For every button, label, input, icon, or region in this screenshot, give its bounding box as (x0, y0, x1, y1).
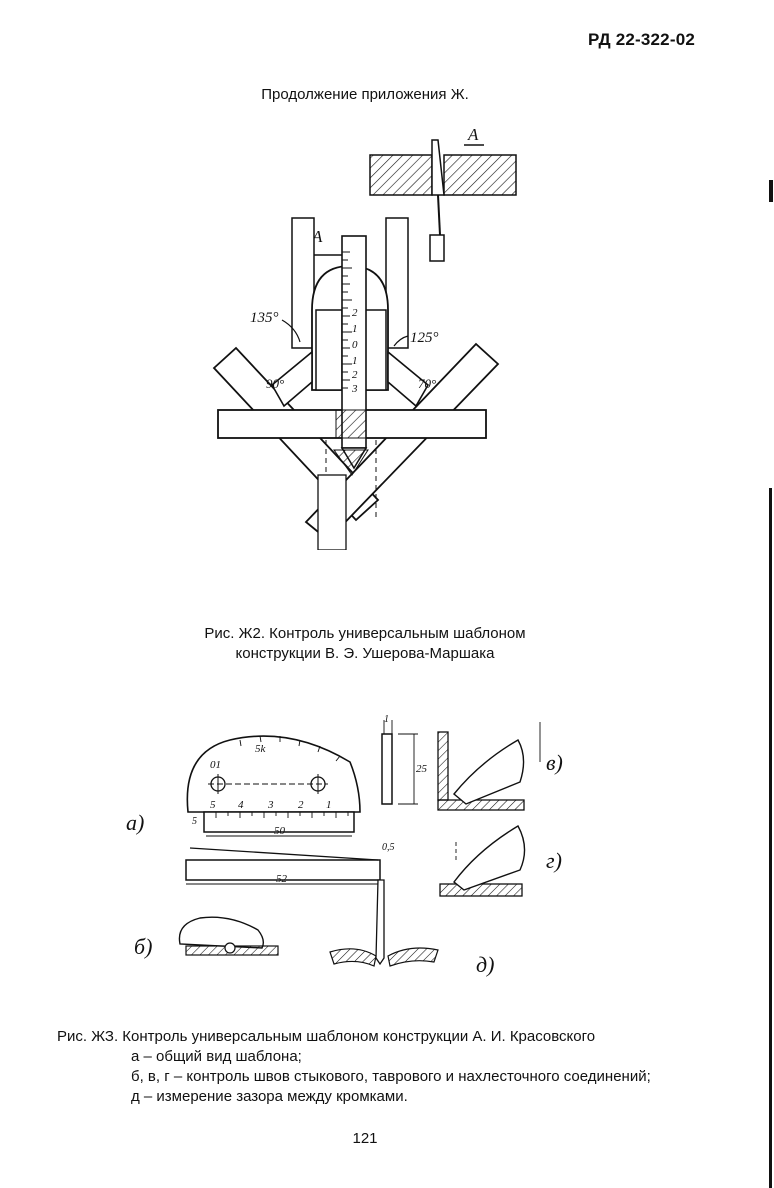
caption-item: д – измерение зазора между кромками. (131, 1088, 408, 1105)
section-a-label: А (467, 125, 479, 144)
view-b-label: б) (134, 934, 152, 959)
angle-70-label: 70° (418, 376, 436, 391)
page-number: 121 (352, 1130, 378, 1147)
ruler-number: 3 (267, 799, 274, 811)
ruler-number: 1 (326, 799, 332, 811)
caption-title: Рис. ЖЗ. Контроль универсальным шаблоном… (57, 1028, 596, 1045)
section-plate-left (369, 154, 433, 196)
ruler-number: 2 (298, 799, 304, 811)
angle-135-label: 135° (250, 310, 279, 326)
mark-01: 01 (210, 759, 221, 771)
dim-25: 25 (416, 763, 428, 775)
scale-digit: 3 (351, 383, 358, 395)
document-code: РД 22-322-02 (588, 30, 696, 49)
scale-digit: 1 (352, 323, 358, 335)
caption-line: Рис. Ж2. Контроль универсальным шаблоном (204, 625, 526, 642)
scale-top: 5k (255, 743, 267, 755)
view-d-label: д) (476, 952, 494, 977)
figure-zh2-drawing: А А 2 1 0 1 2 3 (212, 125, 517, 550)
scan-edge-mark (769, 488, 772, 1188)
ruler-number: 5 (210, 799, 216, 811)
dim-1: 1 (384, 714, 389, 725)
ruler-number: 4 (238, 799, 244, 811)
scale-digit: 1 (352, 355, 358, 367)
figure-zh2-caption: Рис. Ж2. Контроль универсальным шаблоном… (0, 624, 730, 664)
appendix-continuation-heading: Продолжение приложения Ж. (261, 86, 469, 103)
scale-digit: 2 (352, 307, 358, 319)
caption-line: конструкции В. Э. Ушерова-Маршака (235, 645, 495, 662)
dim-50: 50 (274, 825, 286, 837)
view-g-label: г) (546, 848, 562, 873)
view-a-label: а) (126, 810, 144, 835)
view-v-label: в) (546, 750, 563, 775)
section-plate-right (443, 154, 517, 196)
caption-item: б, в, г – контроль швов стыкового, тавро… (131, 1068, 651, 1085)
caption-item: а – общий вид шаблона; (131, 1048, 302, 1065)
scan-edge-mark (769, 180, 773, 202)
dim-5: 5 (192, 816, 197, 827)
angle-90-label: 90° (266, 376, 284, 391)
dim-52: 52 (276, 873, 288, 885)
scale-digit: 2 (352, 369, 358, 381)
figure-zh3-caption: Рис. ЖЗ. Контроль универсальным шаблоном… (57, 1027, 651, 1107)
dim-0-5: 0,5 (382, 842, 395, 853)
angle-125-label: 125° (410, 330, 439, 346)
scale-digit: 0 (352, 339, 358, 351)
figure-zh3-drawing: а) 01 5k 5 4 3 2 1 50 5 52 0,5 1 25 (126, 714, 563, 977)
